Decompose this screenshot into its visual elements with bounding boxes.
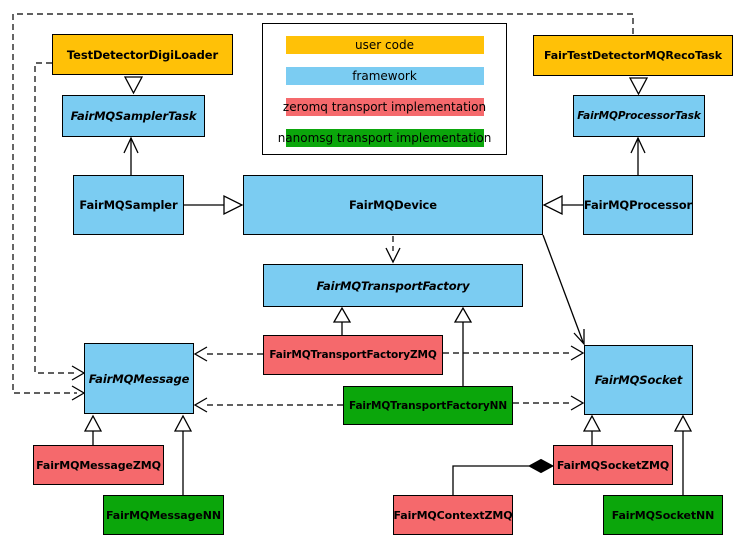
edge-sampler-device [184, 194, 244, 216]
edge-tfnn-message [193, 397, 343, 413]
edge-socketnn-socket [673, 414, 693, 495]
node-testdetectordigiloader: TestDetectorDigiLoader [52, 34, 233, 75]
edge-tfzmq-message [193, 346, 263, 362]
node-fairmqtransportfactory: FairMQTransportFactory [263, 264, 523, 307]
node-fairmqcontextzmq: FairMQContextZMQ [393, 495, 513, 535]
node-fairmqmessage: FairMQMessage [84, 343, 194, 414]
legend-item-user-code: user code [285, 36, 484, 54]
edge-messagezmq-message [83, 414, 103, 445]
legend-item-nanomsg: nanomsg transport implementation [277, 129, 492, 147]
edge-processor-processortask [630, 136, 646, 175]
node-fairmqsocketnn: FairMQSocketNN [603, 495, 723, 535]
edge-digiloader-samplertask [123, 76, 144, 95]
node-fairmqsocketzmq: FairMQSocketZMQ [553, 445, 673, 485]
node-fairmqprocessortask: FairMQProcessorTask [573, 95, 705, 137]
node-fairmqprocessor: FairMQProcessor [583, 175, 693, 235]
edge-tfnn-socket [513, 395, 585, 411]
node-fairmqmessagezmq: FairMQMessageZMQ [33, 445, 164, 485]
edge-processor-device [542, 194, 583, 216]
legend-box: user code framework zeromq transport imp… [262, 23, 507, 155]
node-fairmqtransportfactoryzmq: FairMQTransportFactoryZMQ [263, 335, 443, 375]
edge-socketzmq-socket [582, 414, 602, 445]
legend-item-framework: framework [285, 67, 484, 85]
edge-device-transportfactory [385, 236, 401, 264]
node-fairmqsampler: FairMQSampler [73, 175, 184, 235]
edge-recotask-processortask [628, 77, 649, 96]
node-fairmqdevice: FairMQDevice [243, 175, 543, 235]
edge-messagenn-message [173, 414, 193, 495]
edge-tfzmq-transportfactory [332, 306, 352, 335]
edge-tfnn-transportfactory [453, 306, 473, 386]
edge-sampler-samplertask [123, 136, 139, 175]
edge-contextzmq-socketzmq [452, 458, 555, 495]
node-fairmqsamplertask: FairMQSamplerTask [62, 95, 205, 137]
node-fairtestdetectormqrecotask: FairTestDetectorMQRecoTask [533, 35, 733, 76]
legend-item-zeromq: zeromq transport implementation [282, 98, 487, 116]
edge-device-socket [542, 234, 585, 346]
node-fairmqtransportfactorynn: FairMQTransportFactoryNN [343, 386, 513, 425]
node-fairmqsocket: FairMQSocket [584, 345, 693, 415]
edge-tfzmq-socket [443, 345, 585, 361]
node-fairmqmessagenn: FairMQMessageNN [103, 495, 224, 535]
